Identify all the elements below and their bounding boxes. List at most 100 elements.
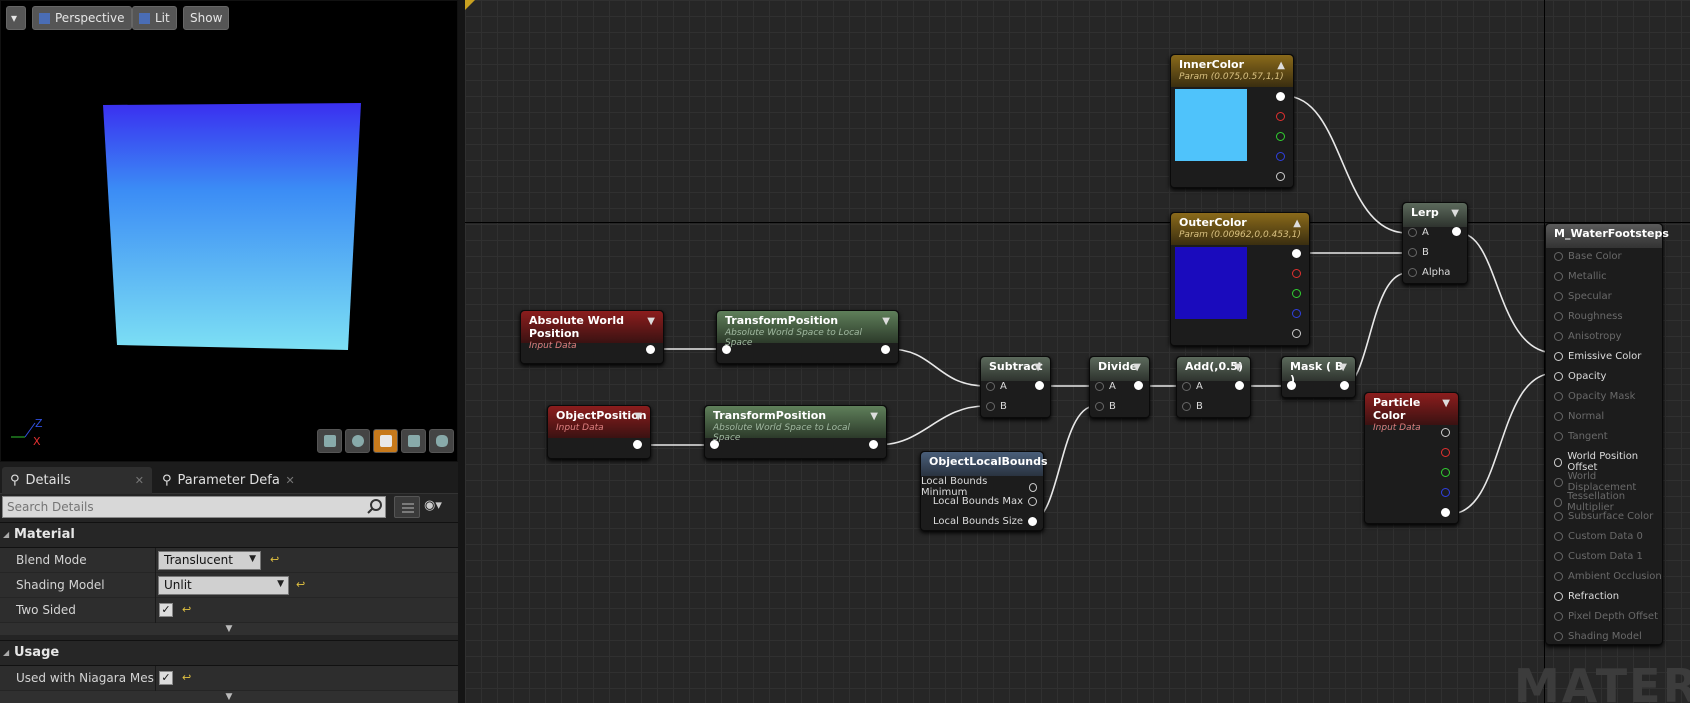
input-pin-a[interactable]: A — [1408, 227, 1429, 238]
close-icon[interactable]: ✕ — [285, 474, 295, 487]
viewport-options-button[interactable]: ▾ — [6, 6, 26, 30]
reset-icon[interactable]: ↩ — [182, 671, 192, 684]
panel-splitter[interactable] — [458, 0, 465, 703]
output-pin-a[interactable] — [1441, 508, 1450, 517]
plane-icon[interactable] — [373, 429, 398, 453]
chevron-down-icon[interactable]: ▼ — [647, 316, 655, 327]
output-pin-r[interactable] — [1441, 448, 1450, 457]
tab-details[interactable]: ⚲ Details ✕ — [2, 467, 152, 494]
input-pin-a[interactable]: A — [1182, 381, 1203, 392]
teapot-icon[interactable] — [429, 429, 454, 453]
reset-icon[interactable]: ↩ — [296, 578, 306, 591]
result-pin[interactable]: Ambient Occlusion — [1554, 571, 1662, 582]
output-pin-local-bounds-minimum[interactable]: Local Bounds Minimum — [921, 476, 1037, 498]
niagara-mesh-checkbox[interactable]: ✓ — [159, 671, 173, 685]
input-pin-alpha[interactable]: Alpha — [1408, 267, 1450, 278]
output-pin[interactable] — [881, 345, 890, 354]
output-pin-b[interactable] — [1441, 488, 1450, 497]
chevron-up-icon[interactable]: ▲ — [1277, 60, 1285, 71]
output-pin-local-bounds-size[interactable]: Local Bounds Size — [933, 516, 1037, 527]
advanced-expand-arrow[interactable]: ▼ — [0, 623, 458, 635]
output-pin-g[interactable] — [1276, 132, 1285, 141]
chevron-down-icon[interactable]: ▼ — [1451, 208, 1459, 219]
result-pin[interactable]: Tessellation Multiplier — [1554, 491, 1662, 513]
cube-icon[interactable] — [401, 429, 426, 453]
output-pin-rgb[interactable] — [1441, 428, 1450, 437]
output-pin[interactable] — [633, 440, 642, 449]
close-icon[interactable]: ✕ — [134, 474, 144, 487]
result-pin[interactable]: Opacity — [1554, 371, 1606, 382]
two-sided-checkbox[interactable]: ✓ — [159, 603, 173, 617]
result-pin[interactable]: World Displacement — [1554, 471, 1662, 493]
result-pin[interactable]: Normal — [1554, 411, 1604, 422]
input-pin-a[interactable]: A — [1095, 381, 1116, 392]
output-pin-r[interactable] — [1292, 269, 1301, 278]
output-pin-b[interactable] — [1276, 152, 1285, 161]
output-pin[interactable] — [869, 440, 878, 449]
result-pin[interactable]: Metallic — [1554, 271, 1607, 282]
result-pin[interactable]: Refraction — [1554, 591, 1619, 602]
output-pin-g[interactable] — [1292, 289, 1301, 298]
blend-mode-dropdown[interactable]: Translucent — [158, 551, 261, 570]
result-pin[interactable]: Emissive Color — [1554, 351, 1641, 362]
result-pin[interactable]: Custom Data 0 — [1554, 531, 1643, 542]
output-pin-a[interactable] — [1276, 172, 1285, 181]
output-pin[interactable] — [646, 345, 655, 354]
result-pin[interactable]: Specular — [1554, 291, 1612, 302]
result-pin[interactable]: Custom Data 1 — [1554, 551, 1643, 562]
chevron-down-icon[interactable]: ▼ — [1442, 398, 1450, 409]
chevron-down-icon[interactable]: ▼ — [1034, 362, 1042, 373]
result-pin[interactable]: Shading Model — [1554, 631, 1642, 642]
node-add[interactable]: Add(,0.5)▼ A B — [1176, 356, 1251, 418]
chevron-up-icon[interactable]: ▲ — [1293, 218, 1301, 229]
result-pin[interactable]: Roughness — [1554, 311, 1623, 322]
result-pin[interactable]: Subsurface Color — [1554, 511, 1653, 522]
material-preview-viewport[interactable]: ▾ Perspective Lit Show Z X — [0, 0, 458, 462]
input-pin[interactable] — [710, 440, 719, 449]
input-pin-b[interactable]: B — [986, 401, 1007, 412]
node-lerp[interactable]: Lerp▼ A B Alpha — [1402, 202, 1468, 284]
chevron-down-icon[interactable]: ▼ — [1234, 362, 1242, 373]
result-pin[interactable]: Base Color — [1554, 251, 1622, 262]
output-pin-local-bounds-max[interactable]: Local Bounds Max — [933, 496, 1037, 507]
eye-icon[interactable]: ◉▾ — [424, 498, 442, 513]
output-pin[interactable] — [1452, 227, 1461, 236]
output-pin[interactable] — [1035, 381, 1044, 390]
input-pin[interactable] — [722, 345, 731, 354]
reset-icon[interactable]: ↩ — [182, 603, 192, 616]
result-pin[interactable]: World Position Offset — [1554, 451, 1662, 473]
chevron-down-icon[interactable]: ▼ — [634, 411, 642, 422]
perspective-button[interactable]: Perspective — [32, 6, 132, 30]
input-pin-b[interactable]: B — [1182, 401, 1203, 412]
tab-parameter-defaults[interactable]: ⚲ Parameter Defaults ✕ — [154, 467, 304, 494]
chevron-down-icon[interactable]: ▼ — [1339, 362, 1347, 373]
shading-model-dropdown[interactable]: Unlit — [158, 576, 289, 595]
result-pin[interactable]: Opacity Mask — [1554, 391, 1635, 402]
node-mask[interactable]: Mask ( B )▼ — [1281, 356, 1356, 398]
cylinder-icon[interactable] — [317, 429, 342, 453]
output-pin-a[interactable] — [1292, 329, 1301, 338]
node-divide[interactable]: Divide▼ A B — [1089, 356, 1150, 418]
input-pin-b[interactable]: B — [1408, 247, 1429, 258]
lit-button[interactable]: Lit — [132, 6, 177, 30]
usage-expand-arrow[interactable]: ▼ — [0, 691, 458, 703]
node-subtract[interactable]: Subtract▼ A B — [980, 356, 1051, 418]
show-button[interactable]: Show — [183, 6, 230, 30]
result-pin[interactable]: Anisotropy — [1554, 331, 1621, 342]
output-pin-rgb[interactable] — [1276, 92, 1285, 101]
chevron-down-icon[interactable]: ▼ — [882, 316, 890, 327]
input-pin-a[interactable]: A — [986, 381, 1007, 392]
result-pin[interactable]: Pixel Depth Offset — [1554, 611, 1658, 622]
category-material[interactable]: Material — [0, 522, 458, 548]
chevron-down-icon[interactable]: ▼ — [870, 411, 878, 422]
sphere-icon[interactable] — [345, 429, 370, 453]
output-pin-rgb[interactable] — [1292, 249, 1301, 258]
